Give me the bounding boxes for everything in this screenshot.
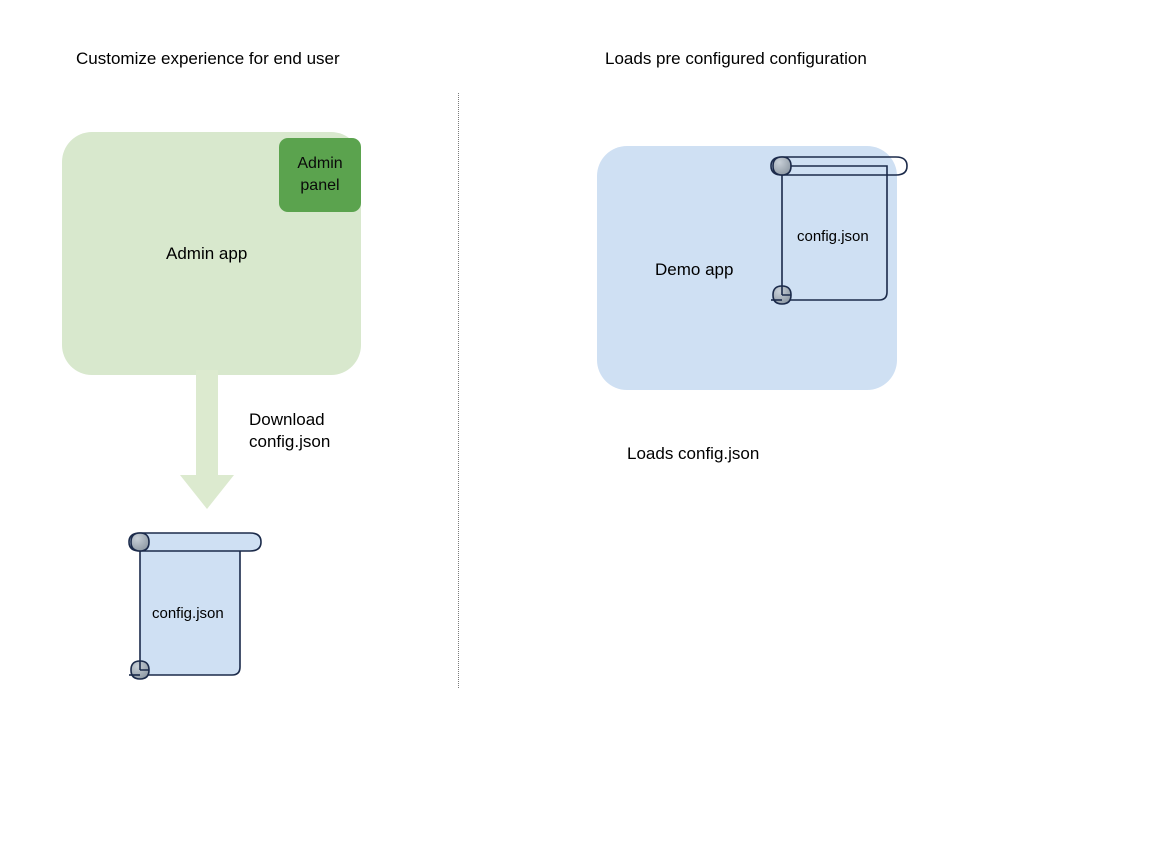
download-arrow-icon	[168, 370, 246, 528]
loads-config-caption: Loads config.json	[627, 444, 760, 463]
config-json-document-right-label: config.json	[797, 228, 869, 245]
admin-panel-badge-label: Admin panel	[297, 153, 342, 197]
admin-panel-badge[interactable]: Admin panel	[279, 138, 361, 212]
config-json-document-left	[118, 528, 268, 696]
demo-app-label: Demo app	[655, 260, 734, 279]
config-json-document-left-label: config.json	[152, 605, 224, 622]
download-label-line1: Download	[249, 410, 325, 429]
download-label-line2: config.json	[249, 432, 331, 451]
config-json-document-right	[770, 152, 920, 310]
section-divider	[458, 93, 459, 688]
demo-app-container	[597, 146, 897, 390]
download-arrow-label: Download config.json	[249, 409, 330, 453]
section-title-left: Customize experience for end user	[76, 49, 340, 68]
section-title-right: Loads pre configured configuration	[605, 49, 867, 68]
admin-app-label: Admin app	[166, 244, 248, 263]
admin-panel-badge-line1: Admin	[297, 155, 343, 172]
admin-panel-badge-line2: panel	[300, 177, 340, 194]
